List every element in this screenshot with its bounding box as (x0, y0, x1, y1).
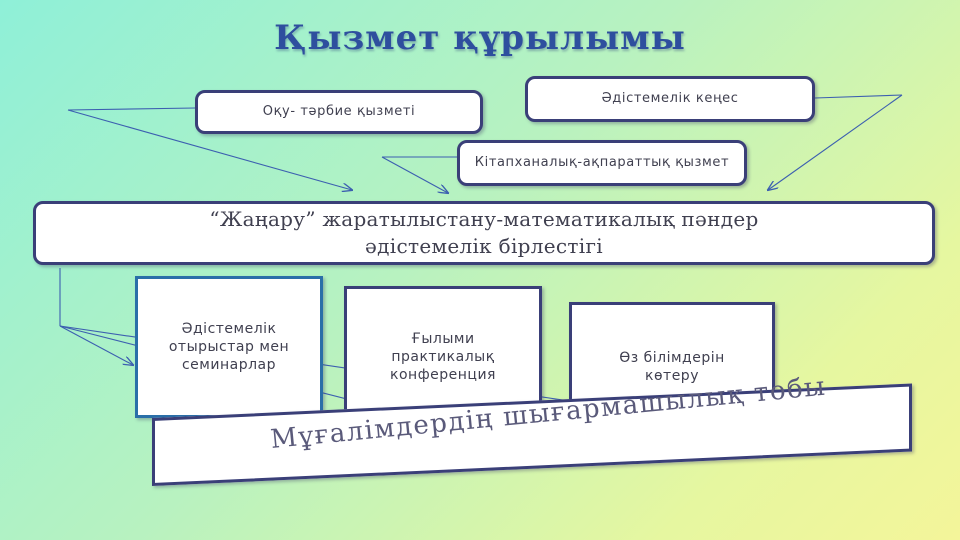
seminars-box: Әдістемелік отырыстар мен семинарлар (135, 276, 323, 418)
arrow-to-seminars (59, 325, 133, 365)
conference-label: Ғылыми практикалық конференция (390, 331, 496, 383)
main-title-line2: әдістемелік бірлестігі (365, 234, 603, 258)
methodical-association-box: “Жаңару” жаратылыстану-математикалық пән… (33, 201, 935, 265)
educational-service-label: Оқу- тәрбие қызметі (262, 104, 416, 119)
diagram-title: Қызмет құрылымы (274, 18, 686, 58)
arrow-library-to-main (381, 156, 462, 193)
educational-service-box: Оқу- тәрбие қызметі (195, 90, 483, 134)
seminars-label: Әдістемелік отырыстар мен семинарлар (168, 321, 290, 373)
arrow-right-line-to-box (814, 94, 903, 99)
main-title-line1: “Жаңару” жаратылыстану-математикалық пән… (209, 207, 759, 231)
arrow-left-line-to-box (67, 107, 196, 111)
library-service-label: Кітапханалық-ақпараттық қызмет (474, 155, 730, 170)
methodical-council-box: Әдістемелік кеңес (525, 76, 815, 122)
methodical-council-label: Әдістемелік кеңес (601, 91, 739, 106)
self-improvement-label: Өз білімдерін көтеру (619, 350, 725, 384)
library-service-box: Кітапханалық-ақпараттық қызмет (457, 140, 747, 186)
arrow-left-to-main (67, 109, 352, 190)
arrow-right-to-main (768, 94, 903, 190)
